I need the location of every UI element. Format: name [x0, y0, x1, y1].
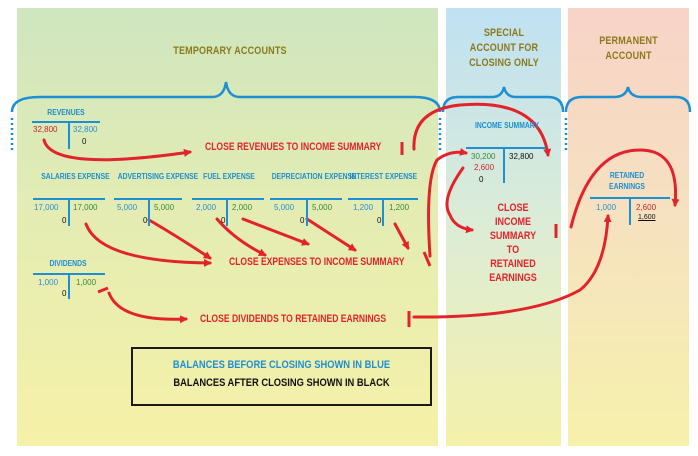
header-special: SPECIAL ACCOUNT FOR CLOSING ONLY	[469, 27, 539, 69]
zero-balance-mark: 0	[221, 216, 226, 225]
account-name: DIVIDENDS	[49, 259, 87, 268]
credit-value: 1,200	[389, 203, 410, 212]
special-account-panel	[446, 8, 561, 446]
debit-value-2: 2,600	[474, 163, 495, 172]
credit-value: 5,000	[154, 203, 175, 212]
step-close-revenues: CLOSE REVENUES TO INCOME SUMMARY	[205, 141, 382, 153]
zero-balance-mark: 0	[300, 216, 305, 225]
zero-balance-mark: 0	[62, 289, 67, 298]
arrow-expenses-to-income-summary	[427, 147, 468, 258]
arrow-dividends-to-retained-earnings	[412, 214, 612, 319]
debit-value: 1,000	[38, 278, 59, 287]
header-permanent: PERMANENT ACCOUNT	[599, 35, 658, 62]
arrow-to-retained-earnings-credit	[569, 148, 680, 229]
debit-value: 32,800	[33, 125, 58, 134]
credit-value: 1,000	[76, 278, 97, 287]
credit-value: 32,800	[509, 152, 534, 161]
account-name: INCOME SUMMARY	[475, 121, 539, 130]
special-brace	[441, 86, 565, 113]
debit-value: 1,200	[353, 203, 374, 212]
credit-value: 17,000	[73, 203, 98, 212]
temporary-brace	[10, 81, 442, 113]
debit-value: 1,000	[596, 203, 617, 212]
zero-balance-mark: 0	[82, 137, 87, 146]
legend-after: BALANCES AFTER CLOSING SHOWN IN BLACK	[173, 377, 390, 389]
arrow-income-summary-to-label	[445, 166, 474, 234]
zero-balance-mark: 0	[143, 216, 148, 225]
account-name: RETAINED EARNINGS	[609, 171, 645, 191]
credit-value: 2,000	[232, 203, 253, 212]
account-name: INTEREST EXPENSE	[349, 172, 418, 181]
debit-value: 5,000	[117, 203, 138, 212]
account-name: DEPRECIATION EXPENSE	[271, 172, 357, 181]
account-name: FUEL EXPENSE	[203, 172, 255, 181]
debit-value: 5,000	[274, 203, 295, 212]
credit-value: 2,600	[636, 203, 657, 212]
arrow-dividends-to-label	[107, 291, 188, 324]
zero-balance-mark: 0	[62, 216, 67, 225]
debit-value: 2,000	[196, 203, 217, 212]
zero-balance-mark: 0	[479, 175, 484, 184]
account-name: REVENUES	[47, 108, 85, 117]
legend-box: BALANCES BEFORE CLOSING SHOWN IN BLUE BA…	[131, 347, 432, 406]
permanent-brace	[564, 86, 692, 113]
permanent-account-panel	[568, 8, 689, 446]
account-name: SALARIES EXPENSE	[41, 172, 110, 181]
arrow-revenues-to-label	[42, 138, 192, 162]
header-temporary: TEMPORARY ACCOUNTS	[173, 45, 287, 57]
step-close-dividends: CLOSE DIVIDENDS TO RETAINED EARNINGS	[200, 313, 387, 325]
credit-value: 5,000	[312, 203, 333, 212]
arrow-revenues-to-income-summary	[412, 102, 552, 157]
zero-balance-mark: 0	[377, 216, 382, 225]
step-close-expenses: CLOSE EXPENSES TO INCOME SUMMARY	[229, 256, 405, 268]
account-name: ADVERTISING EXPENSE	[117, 172, 199, 181]
ending-balance: 1,600	[638, 214, 656, 221]
legend-before: BALANCES BEFORE CLOSING SHOWN IN BLUE	[172, 359, 391, 371]
debit-value-1: 30,200	[471, 152, 496, 161]
credit-value: 32,800	[73, 125, 98, 134]
debit-value: 17,000	[34, 203, 59, 212]
step-close-income-summary: CLOSE INCOME SUMMARY TO RETAINED EARNING…	[489, 202, 537, 284]
